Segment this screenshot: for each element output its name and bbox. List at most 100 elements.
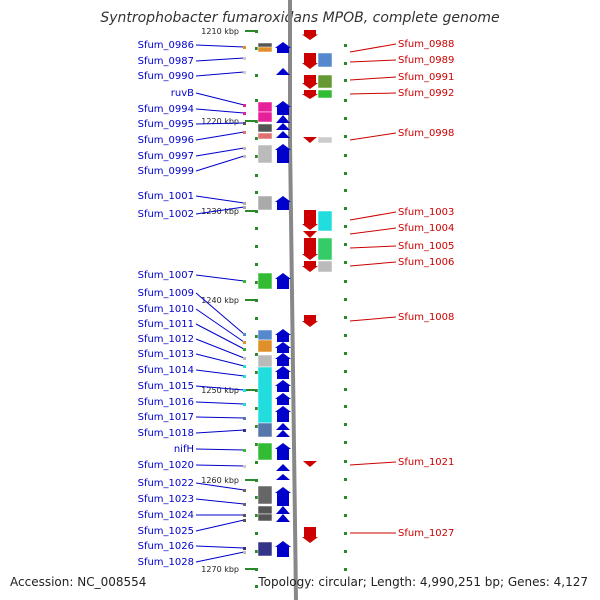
gene-marker (243, 57, 246, 60)
forward-gene-label[interactable]: Sfum_1026 (138, 541, 194, 552)
forward-gene-label[interactable]: Sfum_0986 (138, 40, 194, 51)
forward-gene-label[interactable]: nifH (174, 444, 194, 455)
forward-gene-label[interactable]: ruvB (171, 88, 194, 99)
gene-feature-box (257, 339, 273, 353)
forward-gene-arrow (275, 329, 291, 342)
forward-gene-label[interactable]: Sfum_1023 (138, 494, 194, 505)
leader-line (195, 448, 245, 451)
tick-mark (255, 317, 258, 320)
gene-feature-box (257, 144, 273, 164)
forward-gene-label[interactable]: Sfum_1018 (138, 428, 194, 439)
tick-mark (255, 335, 258, 338)
gene-marker (243, 514, 246, 517)
gene-marker (243, 547, 246, 550)
tick-mark (344, 496, 347, 499)
forward-gene-label[interactable]: Sfum_0994 (138, 104, 194, 115)
gene-feature-box (257, 46, 273, 53)
reverse-gene-label[interactable]: Sfum_1005 (398, 241, 454, 252)
forward-gene-label[interactable]: Sfum_0990 (138, 71, 194, 82)
forward-gene-label[interactable]: Sfum_0999 (138, 166, 194, 177)
tick-mark (344, 568, 347, 571)
reverse-gene-label[interactable]: Sfum_0988 (398, 39, 454, 50)
forward-gene-label[interactable]: Sfum_0995 (138, 119, 194, 130)
forward-gene-arrow (275, 353, 291, 366)
tick-mark (255, 407, 258, 410)
gene-marker (243, 417, 246, 420)
leader-line (195, 122, 245, 125)
forward-gene-label[interactable]: Sfum_1022 (138, 478, 194, 489)
reverse-gene-label[interactable]: Sfum_0991 (398, 72, 454, 83)
reverse-gene-label[interactable]: Sfum_0998 (398, 128, 454, 139)
leader-line (195, 131, 245, 141)
forward-gene-blocks (257, 42, 273, 557)
reverse-gene-arrows (302, 30, 318, 543)
leader-line (195, 108, 245, 114)
reverse-gene-label[interactable]: Sfum_1003 (398, 207, 454, 218)
forward-gene-label[interactable]: Sfum_1011 (138, 319, 194, 330)
tick-mark (255, 585, 258, 588)
gene-feature-box (257, 272, 273, 290)
forward-gene-label[interactable]: Sfum_1020 (138, 460, 194, 471)
gene-feature-box (257, 485, 273, 505)
leader-line (195, 545, 245, 549)
gene-feature-box (257, 111, 273, 123)
tick-mark (344, 117, 347, 120)
reverse-gene-label[interactable]: Sfum_0989 (398, 55, 454, 66)
tick-mark (255, 155, 258, 158)
tick-mark (255, 137, 258, 140)
forward-gene-label[interactable]: Sfum_0997 (138, 151, 194, 162)
right-tick-marks (344, 44, 347, 571)
reverse-gene-label[interactable]: Sfum_0992 (398, 88, 454, 99)
forward-gene-label[interactable]: Sfum_1015 (138, 381, 194, 392)
gene-marker (243, 147, 246, 150)
leader-line (195, 92, 245, 106)
gene-marker (243, 357, 246, 360)
tick-mark (344, 514, 347, 517)
accession-text: Accession: NC_008554 (10, 575, 147, 589)
tick-mark (255, 174, 258, 177)
reverse-gene-labels: Sfum_0988Sfum_0989Sfum_0991Sfum_0992Sfum… (349, 39, 454, 539)
forward-gene-arrow (275, 406, 291, 422)
reverse-gene-arrow (302, 53, 318, 69)
forward-gene-label[interactable]: Sfum_1009 (138, 288, 194, 299)
forward-gene-label[interactable]: Sfum_0987 (138, 56, 194, 67)
tick-mark (344, 441, 347, 444)
forward-gene-label[interactable]: Sfum_1001 (138, 191, 194, 202)
gene-feature-box (257, 123, 273, 133)
gene-feature-box (317, 237, 333, 261)
leader-line (195, 385, 245, 391)
gene-marker (243, 112, 246, 115)
forward-gene-arrow (276, 423, 290, 430)
reverse-gene-label[interactable]: Sfum_1006 (398, 257, 454, 268)
forward-gene-label[interactable]: Sfum_1028 (138, 557, 194, 568)
gene-feature-box (317, 52, 333, 68)
gene-marker (243, 403, 246, 406)
leader-line (195, 195, 245, 204)
reverse-gene-label[interactable]: Sfum_1008 (398, 312, 454, 323)
tick-mark (344, 532, 347, 535)
leader-line (195, 44, 245, 48)
forward-gene-label[interactable]: Sfum_1024 (138, 510, 194, 521)
tick-mark (255, 245, 258, 248)
forward-gene-label[interactable]: Sfum_1002 (138, 209, 194, 220)
leader-line (195, 498, 245, 505)
leader-line (349, 316, 397, 322)
tick-mark (344, 388, 347, 391)
forward-gene-label[interactable]: Sfum_1010 (138, 304, 194, 315)
forward-gene-label[interactable]: Sfum_1012 (138, 334, 194, 345)
forward-gene-arrows (275, 42, 291, 557)
forward-gene-label[interactable]: Sfum_1025 (138, 526, 194, 537)
reverse-gene-label[interactable]: Sfum_1027 (398, 528, 454, 539)
forward-gene-label[interactable]: Sfum_1014 (138, 365, 194, 376)
reverse-gene-label[interactable]: Sfum_1021 (398, 457, 454, 468)
reverse-gene-label[interactable]: Sfum_1004 (398, 223, 454, 234)
forward-gene-arrow (276, 506, 290, 514)
forward-gene-label[interactable]: Sfum_0996 (138, 135, 194, 146)
forward-gene-label[interactable]: Sfum_1013 (138, 349, 194, 360)
forward-gene-label[interactable]: Sfum_1007 (138, 270, 194, 281)
reverse-gene-arrow (302, 75, 318, 89)
gene-marker (243, 465, 246, 468)
forward-gene-label[interactable]: Sfum_1016 (138, 397, 194, 408)
forward-gene-label[interactable]: Sfum_1017 (138, 412, 194, 423)
tick-mark (344, 44, 347, 47)
